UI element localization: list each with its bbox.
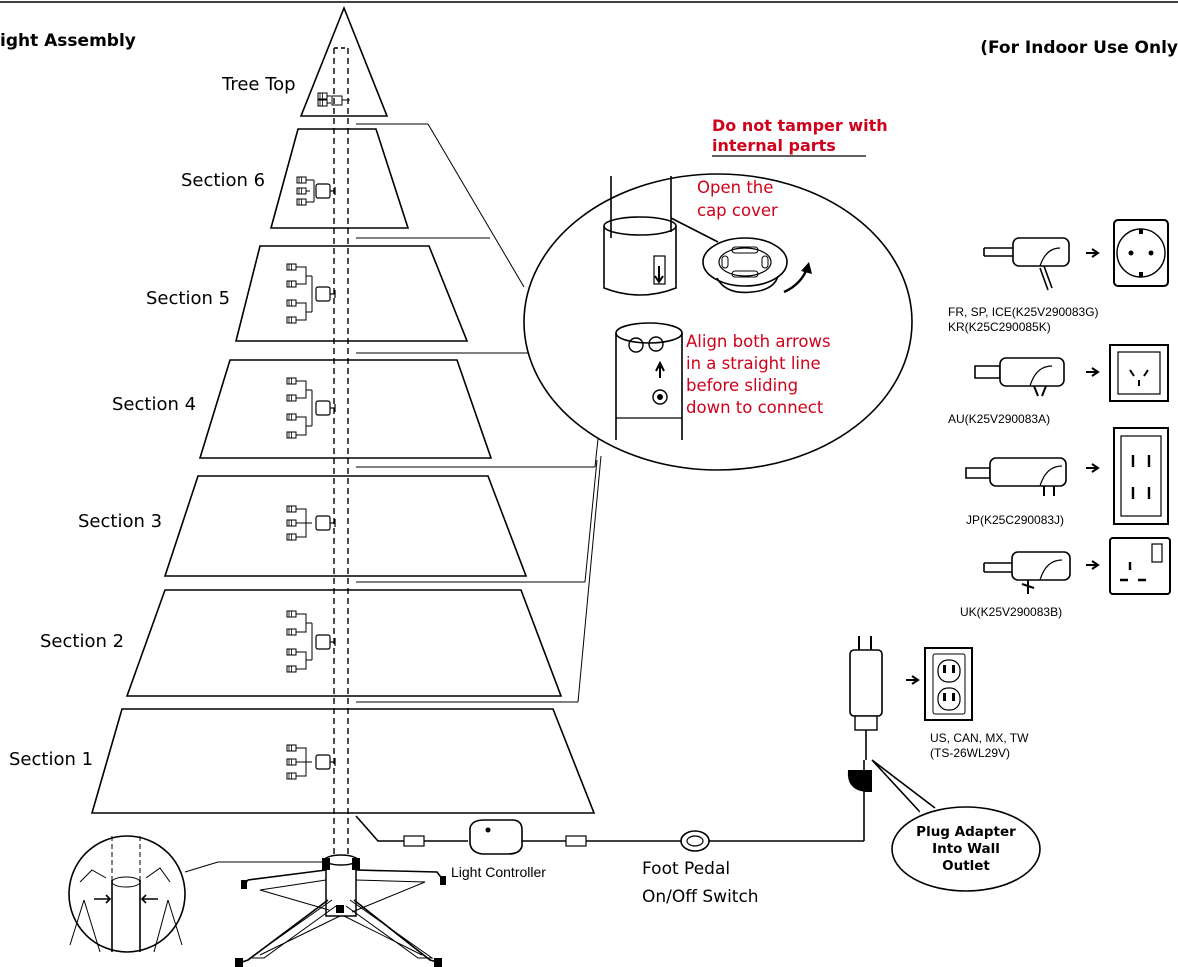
tree-top-label: Tree Top (221, 74, 296, 95)
open-cap-text-line1: Open the (697, 178, 773, 197)
foot-pedal-switch (680, 830, 710, 852)
eu-plug-adapter (983, 237, 1100, 291)
section-1-outline (90, 708, 596, 814)
section-2-outline (125, 589, 563, 697)
bubble-line1: Plug Adapter (916, 824, 1016, 840)
au-wall-outlet (1109, 344, 1169, 402)
section-4-outline (198, 359, 493, 459)
section-6-label: Section 6 (181, 170, 265, 191)
light-controller-label: Light Controller (451, 864, 546, 880)
align-text-line1: Align both arrows (686, 332, 831, 351)
us-adapter-label-line1: US, CAN, MX, TW (930, 731, 1029, 745)
section-1-label: Section 1 (9, 749, 93, 770)
foot-pedal-label-line1: Foot Pedal (642, 859, 730, 879)
warning-line1: Do not tamper with (712, 116, 888, 135)
align-text-line3: before sliding (686, 376, 798, 395)
section-5-label: Section 5 (146, 288, 230, 309)
uk-plug-adapter (983, 551, 1100, 594)
section-2-label: Section 2 (40, 631, 124, 652)
jp-wall-outlet (1113, 427, 1169, 525)
jp-plug-adapter (965, 457, 1100, 496)
foot-pedal-label-line2: On/Off Switch (642, 887, 759, 907)
eu-adapter-label-line2: KR(K25C290085K) (948, 320, 1051, 334)
connector-callout: Open the cap cover Align both arrows in … (523, 173, 913, 471)
stand-detail-circle (68, 835, 322, 953)
tree-top (299, 5, 389, 117)
plug-adapter-bubble (871, 759, 1041, 892)
section-leader-lines (356, 123, 602, 703)
open-cap-text-line2: cap cover (697, 201, 778, 220)
section-5-outline (234, 245, 469, 342)
bubble-line2: Into Wall (932, 841, 1000, 857)
center-pole (333, 47, 349, 870)
page-title: ight Assembly (0, 31, 136, 51)
au-plug-adapter (974, 357, 1100, 397)
us-plug-adapter (847, 636, 883, 792)
eu-wall-outlet (1113, 219, 1169, 287)
align-text-line4: down to connect (686, 398, 824, 417)
uk-wall-outlet (1109, 537, 1171, 595)
tree-stand (235, 854, 446, 967)
power-cable (355, 760, 865, 847)
section-6-outline (269, 128, 410, 229)
eu-adapter-label-line1: FR, SP, ICE(K25V290083G) (948, 305, 1099, 319)
align-text-line2: in a straight line (686, 354, 821, 373)
indoor-note: (For Indoor Use Only (980, 38, 1178, 58)
jp-adapter-label: JP(K25C290083J) (966, 513, 1064, 527)
section-3-label: Section 3 (78, 511, 162, 532)
light-controller-device (469, 819, 523, 855)
section-3-outline (163, 475, 528, 577)
bubble-line3: Outlet (942, 858, 990, 874)
uk-adapter-label: UK(K25V290083B) (960, 605, 1062, 619)
us-adapter-label-line2: (TS-26WL29V) (930, 746, 1010, 760)
us-wall-outlet (906, 647, 973, 721)
warning-line2: internal parts (712, 136, 836, 155)
section-4-label: Section 4 (112, 394, 196, 415)
au-adapter-label: AU(K25V290083A) (948, 412, 1050, 426)
